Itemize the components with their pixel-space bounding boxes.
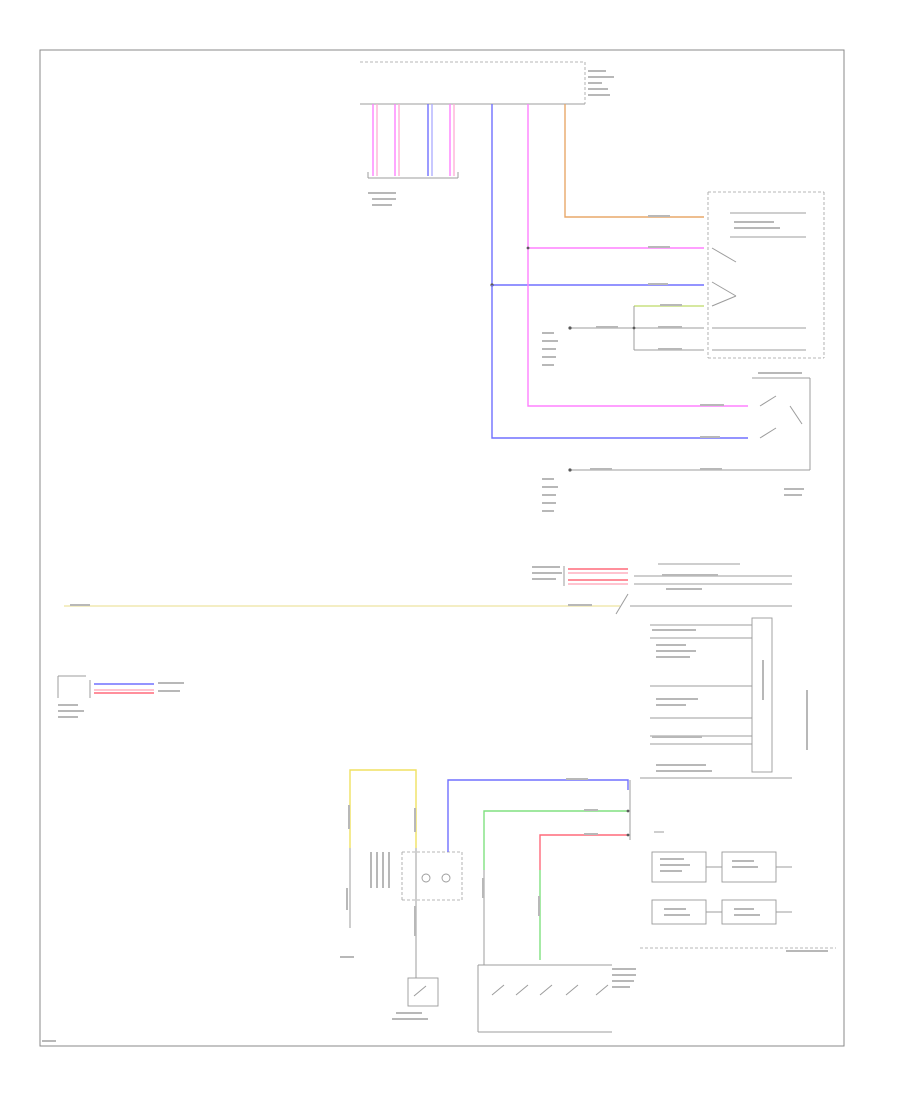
wire-pink-upper	[527, 104, 704, 249]
right-wire-stubs	[615, 593, 792, 615]
diagram-frame	[39, 49, 845, 1047]
wire-blue	[491, 104, 704, 286]
switch-box-top	[707, 191, 825, 359]
switch-box-middle	[568, 377, 811, 472]
left-small-connector	[57, 675, 154, 698]
control-module	[640, 617, 792, 779]
illegible-label-marks	[42, 70, 828, 1042]
ground-wires-top	[568, 306, 704, 351]
bottom-connector-stubs	[626, 780, 631, 840]
wire-blue-lower	[491, 285, 748, 439]
wire-yellow	[349, 769, 417, 848]
wire-red	[539, 834, 628, 870]
wire-blue-bottom	[447, 779, 629, 852]
relay-box	[401, 851, 463, 1007]
wire-pink-lower	[527, 248, 748, 407]
wire-green	[483, 810, 628, 870]
top-connector	[360, 61, 586, 105]
right-component-boxes	[640, 831, 836, 949]
wire-orange	[564, 104, 704, 218]
multi-switch-box	[477, 964, 612, 1033]
top-left-wire-group	[367, 104, 459, 179]
